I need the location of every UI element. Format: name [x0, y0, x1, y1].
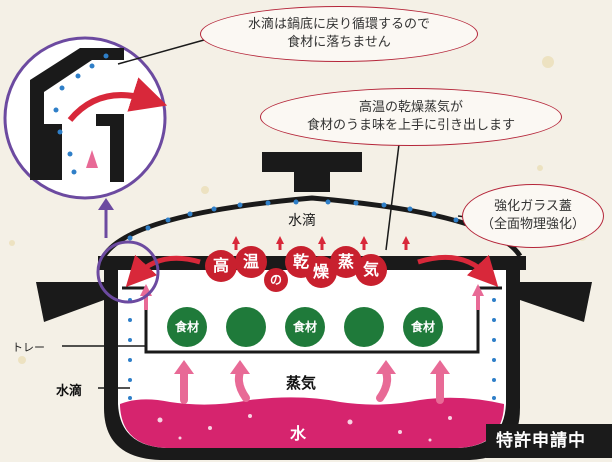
callout-steam-line1: 高温の乾燥蒸気が: [358, 100, 463, 115]
water-label: 水: [290, 424, 307, 443]
steam-char-7: 気: [362, 260, 379, 279]
side-water-label: 水滴: [56, 384, 83, 399]
rising-steam-arrowheads: [174, 360, 450, 374]
water-bubbles: [157, 414, 452, 442]
callout-steam: 高温の乾燥蒸気が 食材のうま味を上手に引き出します: [260, 88, 562, 146]
callout-water-return-line2: 食材に落ちません: [287, 35, 391, 50]
tray: [122, 286, 502, 354]
ingredient-label-3: 食材: [292, 320, 317, 334]
right-circulation-arrow: [417, 254, 499, 287]
lid-droplet-label: 水滴: [288, 213, 316, 229]
left-circulation-arrow: [125, 254, 201, 288]
side-droplets: [128, 298, 496, 400]
left-handle: [36, 282, 104, 322]
zoom-focus-ring: [96, 240, 160, 304]
right-handle: [520, 282, 592, 322]
callout-steam-leader: [385, 135, 401, 251]
callout-glass-line2: （全面物理強化）: [480, 217, 585, 232]
callout-glass-lid: 強化ガラス蓋 （全面物理強化）: [462, 184, 604, 248]
steam-label: 蒸気: [286, 374, 317, 392]
callout-water-return-line1: 水滴は鍋底に戻り循環するので: [247, 17, 430, 32]
patent-pending-badge: 特許申請中: [486, 424, 612, 458]
steam-char-4: 乾: [292, 252, 309, 271]
steam-char-circles: [205, 246, 387, 292]
tray-label: トレー: [12, 341, 45, 354]
steam-char-6: 蒸: [337, 252, 354, 271]
callout-glass-line1: 強化ガラス蓋: [494, 199, 572, 214]
ingredients: [167, 307, 443, 347]
steam-char-2: 温: [242, 252, 259, 271]
rising-steam-arrows: [180, 368, 444, 404]
steam-char-1: 高: [212, 256, 229, 275]
ingredient-label-5: 食材: [410, 320, 435, 334]
steam-char-5: 燥: [312, 262, 329, 281]
zoom-connector-arrowhead: [98, 198, 114, 210]
water-pool: [120, 397, 504, 448]
callout-water-return: 水滴は鍋底に戻り循環するので 食材に落ちません: [200, 6, 478, 62]
callout-steam-line2: 食材のうま味を上手に引き出します: [306, 118, 515, 133]
callout-water-leader: [117, 39, 205, 65]
lid-knob: [262, 152, 362, 192]
ingredient-label-1: 食材: [174, 320, 199, 334]
steam-up-arrows: [232, 236, 410, 250]
zoom-inset-detail: [30, 48, 168, 182]
steam-char-3: の: [269, 273, 282, 287]
